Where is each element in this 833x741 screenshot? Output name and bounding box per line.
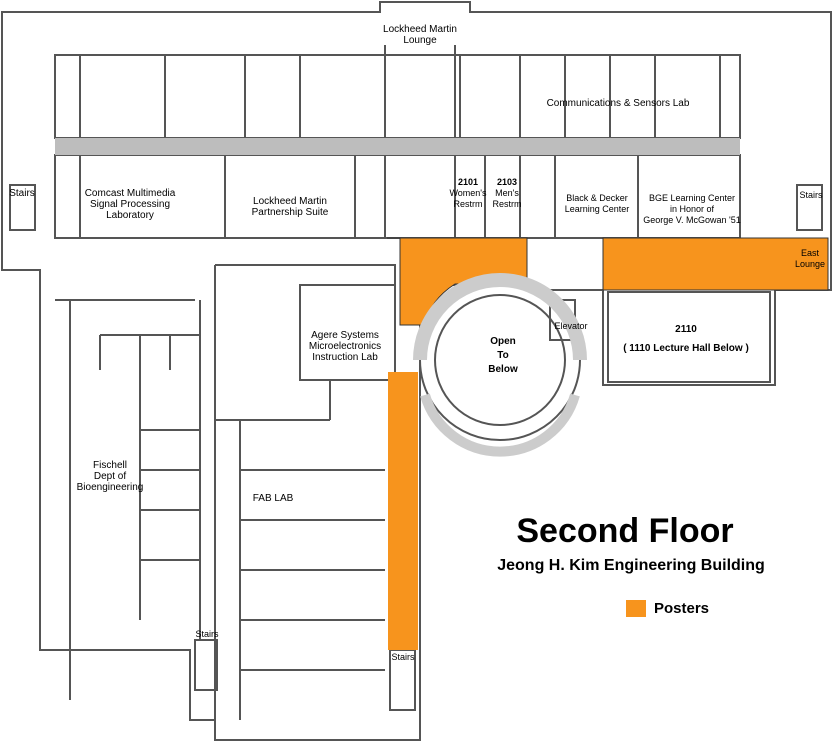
room-2110: 2110( 1110 Lecture Hall Below ) <box>623 324 749 354</box>
building-name: Jeong H. Kim Engineering Building <box>497 557 765 574</box>
legend-label-posters: Posters <box>654 600 710 617</box>
elevator: Elevator <box>554 321 588 331</box>
room-fab-lab: FAB LAB <box>252 493 294 504</box>
room-comm-lab: Communications & Sensors Lab <box>546 98 690 109</box>
poster-area-east <box>602 237 829 291</box>
main-hallway <box>55 138 740 155</box>
poster-area-south <box>388 372 418 650</box>
legend: Posters <box>626 600 709 617</box>
stairs-southwest: Stairs <box>195 629 219 639</box>
stairs-east: Stairs <box>799 190 823 200</box>
page-title: Second Floor <box>516 512 734 550</box>
stairs-west: Stairs <box>9 188 35 199</box>
stairs-south: Stairs <box>391 652 415 662</box>
legend-swatch-posters <box>626 600 646 617</box>
